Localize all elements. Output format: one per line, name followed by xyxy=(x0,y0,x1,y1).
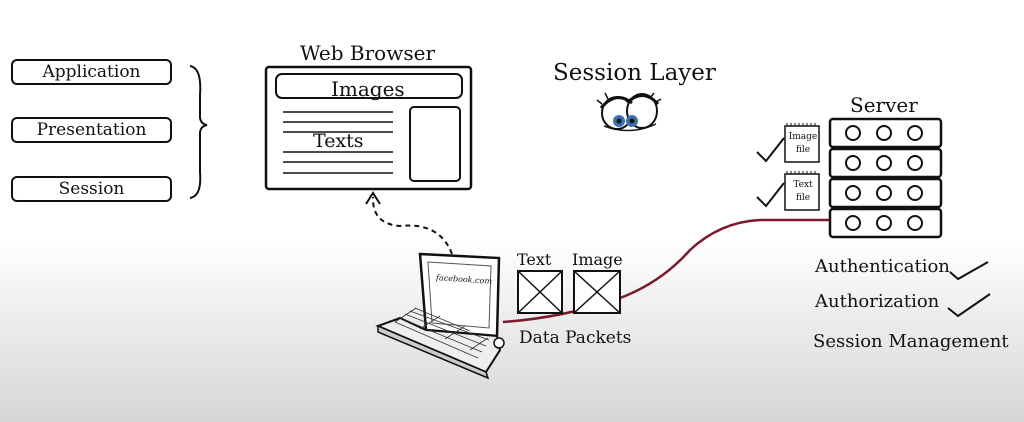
function-authentication: Authentication xyxy=(815,256,950,277)
text-file-tag-line1: Text xyxy=(793,180,813,190)
function-authorization: Authorization xyxy=(815,291,940,312)
browser-images-label: Images xyxy=(331,77,405,101)
laptop-icon xyxy=(375,252,505,380)
diagram-title: Session Layer xyxy=(553,60,716,86)
eyes-icon xyxy=(596,92,662,132)
layer-presentation-label: Presentation xyxy=(36,120,147,140)
network-cable xyxy=(502,218,829,324)
authorization-check-icon xyxy=(947,293,991,318)
request-arrow xyxy=(371,196,453,255)
layers-brace xyxy=(189,65,208,199)
packet-image-icon xyxy=(573,270,621,314)
packet-text-label: Text xyxy=(517,250,552,269)
image-file-check-icon xyxy=(756,137,785,163)
browser-sidebar-box xyxy=(409,106,461,182)
layer-application: Application xyxy=(11,59,172,85)
browser-text-lines xyxy=(283,111,393,174)
packet-image-label: Image xyxy=(572,250,623,269)
packet-text-icon xyxy=(517,270,563,314)
layer-session: Session xyxy=(11,176,172,202)
layer-application-label: Application xyxy=(42,62,141,82)
text-file-check-icon xyxy=(756,182,785,208)
browser-title: Web Browser xyxy=(300,41,435,65)
text-file-tag-icon xyxy=(784,171,820,211)
browser-texts-label: Texts xyxy=(313,130,364,152)
server-title: Server xyxy=(850,93,918,117)
text-file-tag-line2: file xyxy=(795,193,811,203)
request-arrowhead xyxy=(365,191,381,205)
layer-presentation: Presentation xyxy=(11,117,172,143)
image-file-tag-icon xyxy=(784,123,820,163)
server-rack xyxy=(828,117,943,239)
data-packets-caption: Data Packets xyxy=(519,328,632,348)
image-file-tag-line1: Image xyxy=(788,132,818,142)
function-session-management: Session Management xyxy=(813,331,1009,352)
image-file-tag-line2: file xyxy=(795,145,811,155)
layer-session-label: Session xyxy=(58,179,125,199)
authentication-check-icon xyxy=(949,261,989,281)
browser-images-bar xyxy=(275,73,463,99)
